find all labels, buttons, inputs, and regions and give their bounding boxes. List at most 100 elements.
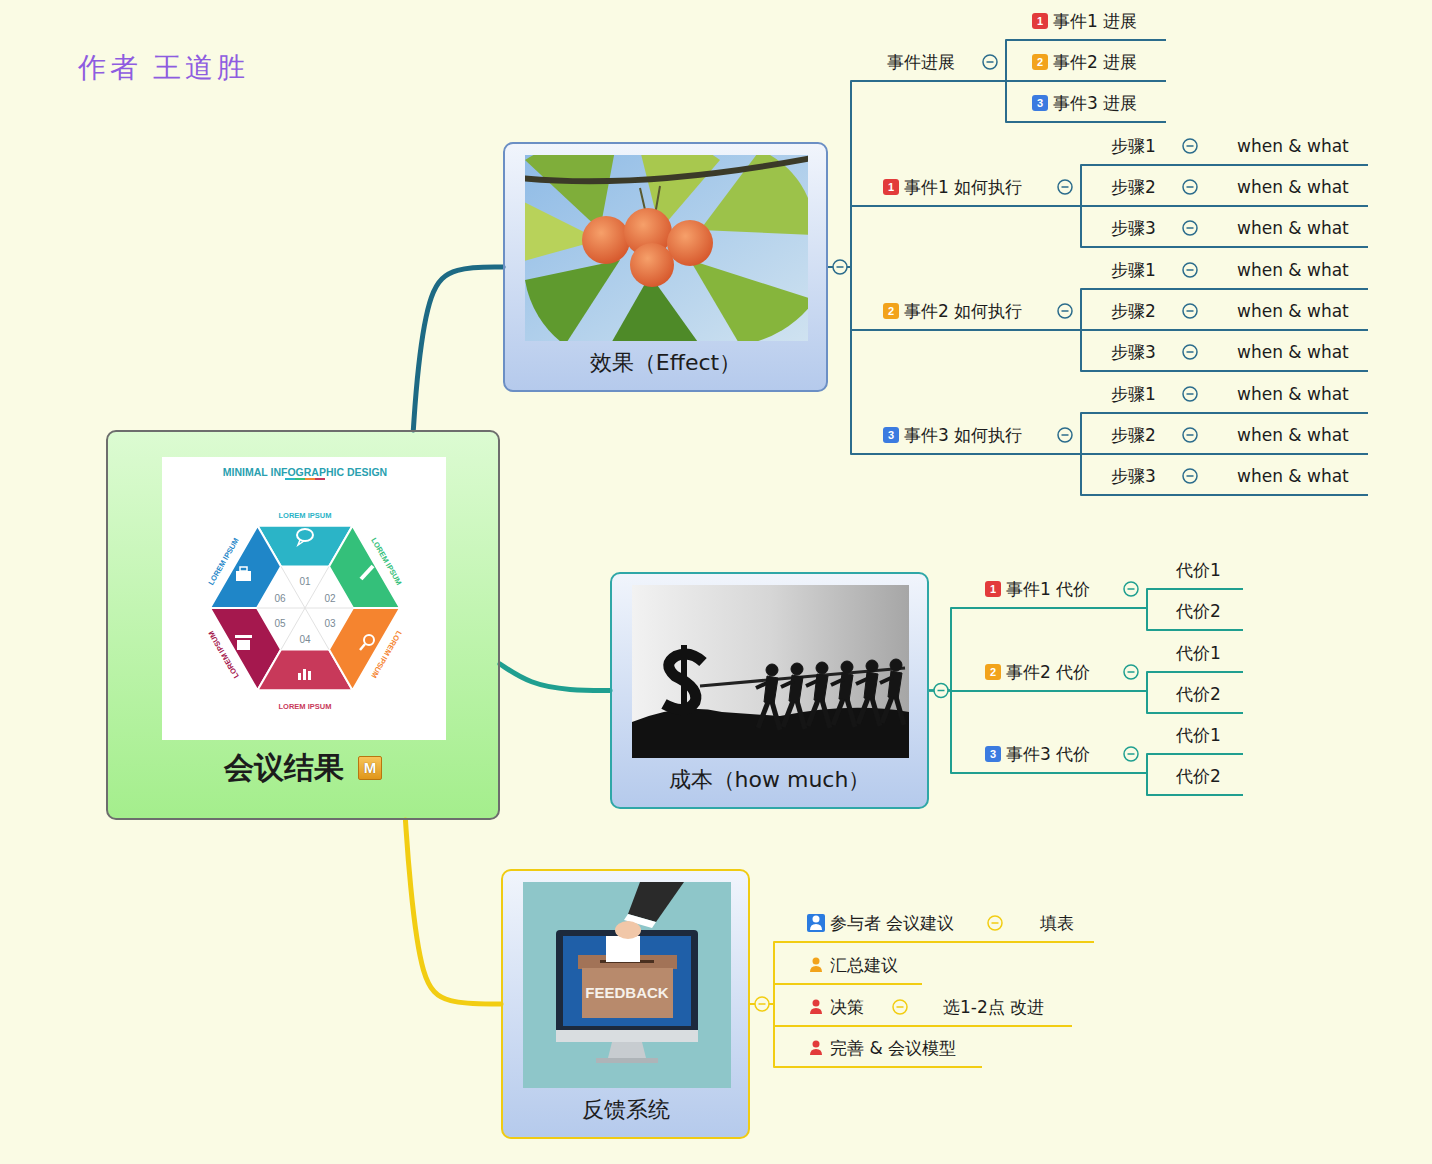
topic-line: 代价2 [1147,680,1243,714]
collapse-button-part [1187,269,1194,271]
infographic-picture-part-part [240,567,247,571]
topic-text: when & what [1237,384,1349,404]
collapse-button-part [1183,387,1197,401]
collapse-button-part [1187,475,1194,477]
tug-of-war-photo-part-part-part [882,697,892,723]
ginkgo-photo-part [667,220,713,266]
tug-of-war-photo-part-part-part [781,681,794,687]
topic-line: 2事件2 代价 [951,658,1141,692]
collapse-button-part [1187,227,1194,229]
collapse-button [1058,428,1072,442]
label-slot: 01 [299,570,310,589]
infographic-picture-part-part [298,540,304,545]
ginkgo-photo [525,155,808,341]
topic-text: 事件2 代价 [1006,661,1090,684]
feedback-picture-part [606,936,640,962]
person-icon-part [810,966,822,972]
topic-line: 2事件2 如何执行 [851,297,1075,331]
topic-text: 事件2 进展 [1053,51,1137,74]
tug-of-war-photo-part-part [781,663,805,729]
feedback-picture-part [582,968,673,1018]
topic-text: 事件进展 [887,51,955,74]
topic-line: 代价2 [1147,762,1243,796]
person-icon-part [807,914,825,932]
main-branch [413,267,503,430]
topic-line: 步骤3 [1081,338,1200,372]
topic-line: 步骤2 [1081,173,1200,207]
infographic-picture-part-part [298,673,301,680]
topic-text: 事件3 如何执行 [904,424,1022,447]
collapse-button-part [1183,304,1197,318]
topic-line: when & what [1206,380,1368,414]
picture-text: LOREM IPSUM [206,536,240,586]
collapse-button [1183,428,1197,442]
tug-of-war-photo-part-part-part [833,699,843,725]
branch-line [929,691,951,774]
topic-line: 完善 & 会议模型 [774,1034,982,1068]
collapse-button-part [755,997,769,1011]
infographic-picture-part-part [361,566,373,579]
collapse-button-part [1187,310,1194,312]
collapse-button-part [1187,186,1194,188]
infographic-picture-part [257,566,353,649]
topic-text: 事件3 代价 [1006,743,1090,766]
collapse-button [1183,263,1197,277]
topic-line: 1事件1 如何执行 [851,173,1075,207]
tug-of-war-photo-part-part-part [841,661,853,673]
topic-text: 步骤1 [1111,259,1156,282]
tug-of-war-photo-part-part-part [822,700,830,728]
picture-text: 02 [324,593,335,604]
picture-text: LOREM IPSUM [279,702,332,711]
picture-text: 05 [274,618,285,629]
tug-of-war-photo-part-part-part [880,677,893,683]
collapse-button [893,1000,907,1014]
branch-line [828,206,851,267]
topic-title: 成本（how much） [669,765,871,795]
tug-of-war-photo-part [681,645,687,722]
topic-text: 事件3 进展 [1053,92,1137,115]
topic-text: when & what [1237,342,1349,362]
infographic-picture-part-part [303,669,306,680]
box-fills-part [611,573,928,808]
picture-text: FEEDBACK [585,984,668,1001]
tug-of-war-photo-part-part-part [783,701,793,727]
topic-text: 步骤2 [1111,176,1156,199]
collapse-button [1183,180,1197,194]
topic-line: 步骤1 [1081,380,1200,414]
topic-line: 填表 [1011,909,1094,943]
title-row: 会议结果M [108,742,498,794]
tug-of-war-photo-part-part-part [864,672,878,700]
label-slot: 06 [274,587,285,606]
topic-text: 填表 [1040,912,1074,935]
ginkgo-photo-part [525,260,620,341]
collapse-button-part [1128,588,1135,590]
feedback-picture-part [608,1042,646,1058]
collapse-button-part [893,1000,907,1014]
collapse-button [988,916,1002,930]
branch-topic: 成本（how much） [610,572,929,809]
collapse-button [1124,747,1138,761]
collapse-button-part [837,266,844,268]
box-fills-part [504,143,827,391]
marker-badge: M [358,756,383,780]
tug-of-war-photo-part-part-part [772,702,780,730]
topic-line: 1事件1 代价 [951,575,1141,609]
branch-line [828,81,851,267]
collapse-button [1183,387,1197,401]
infographic-picture-part-part [235,635,252,638]
tug-of-war-photo-part-part-part [847,699,855,727]
picture-text: MINIMAL INFOGRAPHIC DESIGN [223,466,387,478]
topic-text: when & what [1237,177,1349,197]
topic-text: when & what [1237,260,1349,280]
topic-text: 步骤2 [1111,424,1156,447]
collapse-button-part [1183,180,1197,194]
collapse-button-part [1062,186,1069,188]
topic-line: 3事件3 如何执行 [851,421,1075,455]
branch-topic: 反馈系统 [501,869,750,1139]
collapse-button-part [897,1006,904,1008]
tug-of-war-photo-part [632,585,909,758]
feedback-picture [523,882,731,1088]
main-branch [405,820,501,1004]
collapse-button-part [1124,747,1138,761]
topic-line: when & what [1206,214,1368,248]
